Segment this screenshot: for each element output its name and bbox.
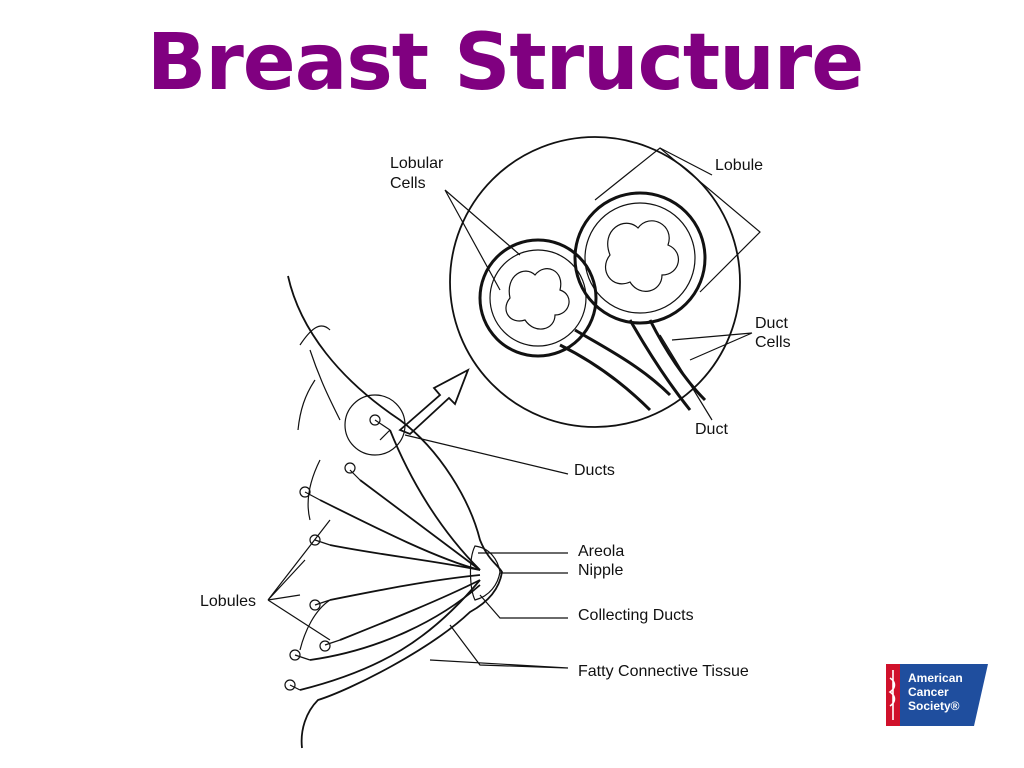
leader-lines: [267, 147, 761, 669]
acs-logo: American Cancer Society®: [886, 664, 988, 726]
caduceus-icon: [888, 670, 896, 720]
logo-line1: American: [908, 671, 963, 685]
label-lobular-cells-2: Cells: [390, 175, 426, 192]
zoom-arrow: [398, 368, 470, 436]
label-areola: Areola: [578, 543, 624, 560]
label-lobules: Lobules: [200, 593, 256, 610]
slide-title: Breast Structure: [146, 18, 864, 108]
label-duct: Duct: [695, 421, 728, 438]
breast-outline: [287, 275, 503, 749]
label-nipple: Nipple: [578, 562, 623, 579]
label-collecting-ducts: Collecting Ducts: [578, 607, 694, 624]
label-fatty-tissue: Fatty Connective Tissue: [578, 663, 749, 680]
label-lobule: Lobule: [715, 157, 763, 174]
label-duct-cells-1: Duct: [755, 315, 788, 332]
duct-tree: [284, 414, 481, 691]
label-ducts: Ducts: [574, 462, 615, 479]
magnified-lobule: [449, 136, 741, 428]
logo-line3: Society®: [908, 699, 960, 713]
logo-background: [886, 664, 988, 726]
logo-line2: Cancer: [908, 685, 949, 699]
label-duct-cells-2: Cells: [755, 334, 791, 351]
label-lobular-cells-1: Lobular: [390, 155, 444, 172]
